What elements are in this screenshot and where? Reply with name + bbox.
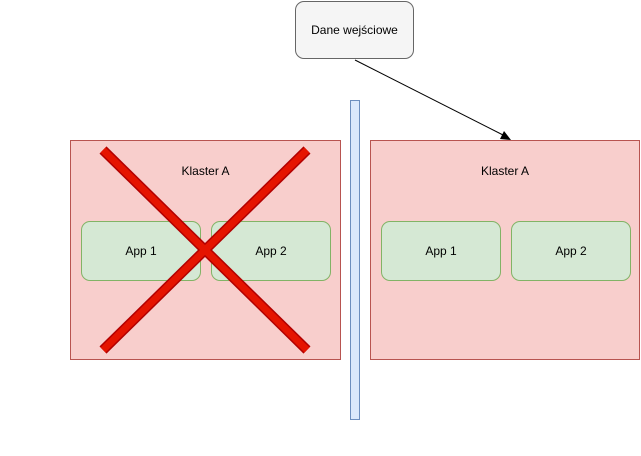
divider-bar[interactable] bbox=[350, 100, 360, 420]
app-label: App 1 bbox=[425, 244, 457, 258]
cluster-right-app-1[interactable]: App 1 bbox=[381, 221, 501, 281]
input-data-node[interactable]: Dane wejściowe bbox=[295, 1, 414, 59]
cluster-right[interactable]: Klaster A App 1 App 2 bbox=[370, 140, 640, 360]
input-data-label: Dane wejściowe bbox=[311, 23, 398, 37]
app-label: App 2 bbox=[255, 244, 287, 258]
app-label: App 1 bbox=[125, 244, 157, 258]
cluster-left-app-1[interactable]: App 1 bbox=[81, 221, 201, 281]
app-label: App 2 bbox=[555, 244, 587, 258]
arrow-connector bbox=[354, 59, 511, 140]
cluster-right-app-2[interactable]: App 2 bbox=[511, 221, 631, 281]
cluster-left-app-2[interactable]: App 2 bbox=[211, 221, 331, 281]
cluster-left[interactable]: Klaster A App 1 App 2 bbox=[70, 140, 341, 360]
cluster-right-title: Klaster A bbox=[480, 164, 530, 178]
cluster-left-title: Klaster A bbox=[181, 164, 230, 178]
